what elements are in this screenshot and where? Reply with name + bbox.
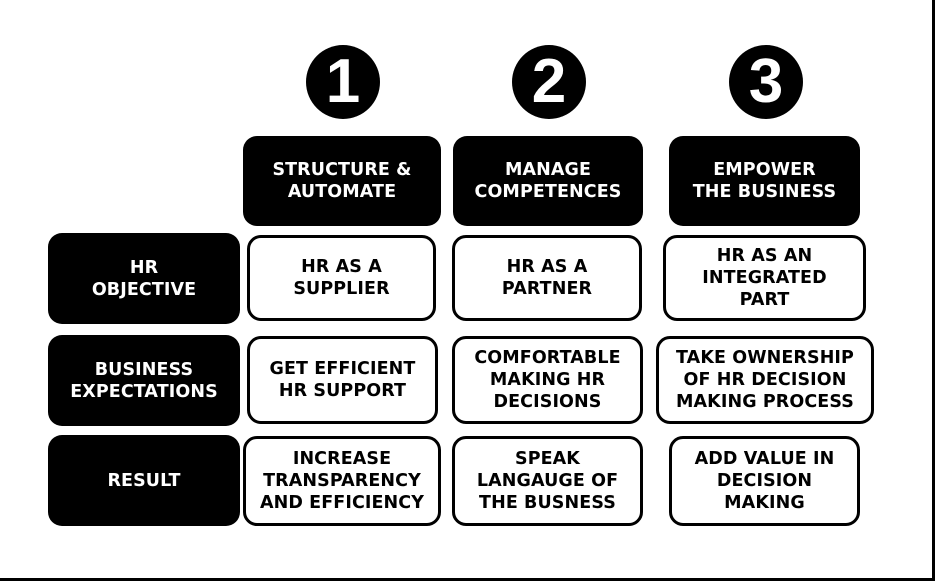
cell-line: INCREASE bbox=[292, 449, 392, 469]
row-label-line: BUSINESS bbox=[94, 359, 194, 380]
step-number-2: 2 bbox=[512, 45, 586, 119]
cell-line: MAKING PROCESS bbox=[676, 392, 854, 412]
step-number-3: 3 bbox=[729, 45, 803, 119]
cell-line: HR AS A bbox=[301, 257, 382, 277]
cell-line: HR SUPPORT bbox=[278, 381, 407, 401]
row-label-line: HR bbox=[129, 257, 159, 278]
cell-line: THE BUSNESS bbox=[479, 493, 616, 513]
cell-line: AND EFFICIENCY bbox=[259, 493, 425, 513]
row-label-line: OBJECTIVE bbox=[91, 279, 197, 300]
cell-line: INTEGRATED bbox=[702, 268, 827, 288]
column-header-structure-automate: STRUCTURE &AUTOMATE bbox=[243, 136, 441, 226]
cell-line: SUPPLIER bbox=[293, 279, 390, 299]
cell-line: ADD VALUE IN bbox=[694, 449, 835, 469]
cell-line: LANGAUGE OF bbox=[476, 471, 619, 491]
row-label-line: EXPECTATIONS bbox=[70, 381, 218, 402]
cell-line: HR AS A bbox=[506, 257, 588, 277]
cell-line: SPEAK bbox=[514, 449, 580, 469]
cell-line: PART bbox=[739, 290, 790, 310]
column-header-line: EMPOWER bbox=[713, 160, 816, 180]
row-label-result: RESULT bbox=[48, 435, 240, 526]
column-header-line: MANAGE bbox=[504, 160, 592, 180]
row-label-line: RESULT bbox=[107, 470, 181, 491]
cell-line: TAKE OWNERSHIP bbox=[676, 348, 854, 368]
cell-line: PARTNER bbox=[501, 279, 593, 299]
cell-line: OF HR DECISION bbox=[683, 370, 847, 390]
column-header-line: AUTOMATE bbox=[287, 182, 397, 202]
column-header-line: THE BUSINESS bbox=[692, 182, 837, 202]
cell-line: DECISION bbox=[716, 471, 813, 491]
cell-line: MAKING HR bbox=[489, 370, 606, 390]
column-header-line: COMPETENCES bbox=[474, 182, 622, 202]
cell-line: GET EFFICIENT bbox=[269, 359, 416, 379]
cell-line: HR AS AN bbox=[716, 246, 813, 266]
cell-line: DECISIONS bbox=[493, 392, 602, 412]
cell-line: MAKING bbox=[724, 493, 805, 513]
step-number-1: 1 bbox=[306, 45, 380, 119]
cell-line: TRANSPARENCY bbox=[263, 471, 421, 491]
cell-line: COMFORTABLE bbox=[474, 348, 621, 368]
column-header-line: STRUCTURE & bbox=[272, 160, 412, 180]
